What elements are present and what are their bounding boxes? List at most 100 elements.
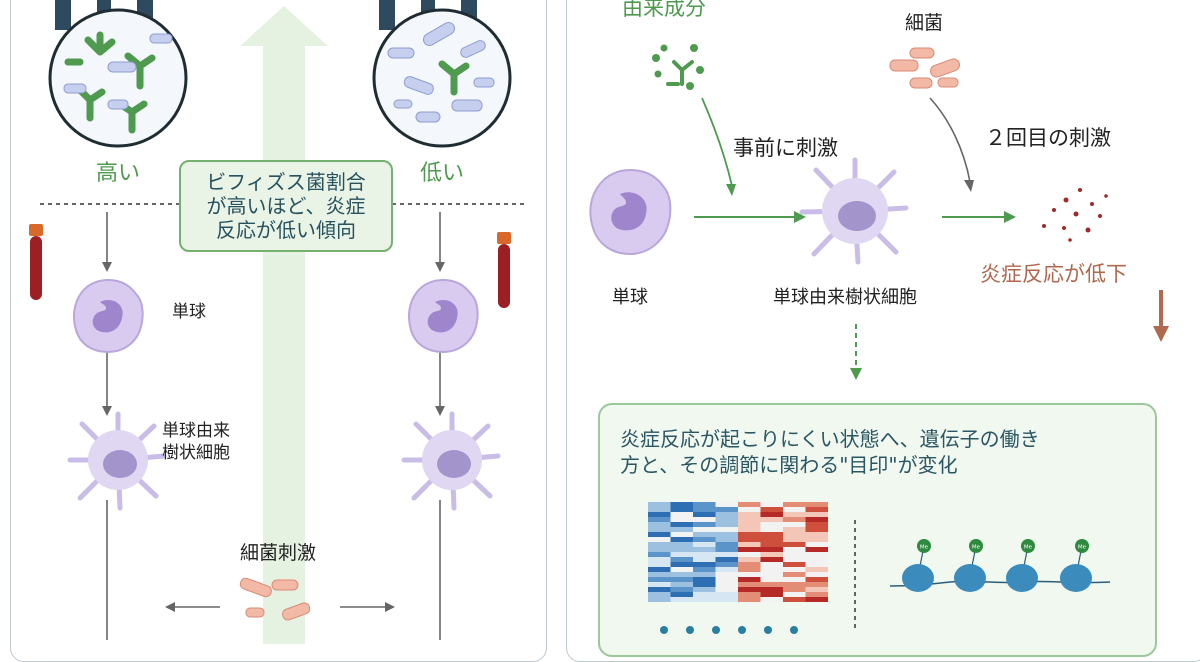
heatmap-cell (805, 522, 828, 527)
pre-stimulation-label: 事前に刺激 (733, 136, 838, 160)
heatmap-cell (783, 522, 806, 527)
callout-line-1: ビフィズス菌割合 (206, 170, 366, 194)
heatmap-cell (783, 557, 806, 562)
methyl-tag-label: Me (1024, 545, 1033, 551)
up-arrow (240, 6, 328, 644)
nucleosome (902, 564, 934, 592)
heatmap-cell (648, 577, 671, 582)
heatmap-cell (805, 502, 828, 507)
heatmap-cell (670, 517, 693, 522)
heatmap-cell (760, 552, 783, 557)
heatmap-cell (693, 527, 716, 532)
nucleosome (1060, 564, 1092, 592)
methyl-tag (969, 539, 983, 553)
heatmap-cell (648, 537, 671, 542)
heatmap-cell (648, 502, 671, 507)
heatmap-cell (693, 597, 716, 602)
heatmap-cell (738, 557, 761, 562)
heatmap-cell (693, 517, 716, 522)
heatmap-cell (738, 502, 761, 507)
heatmap-cell (715, 512, 738, 517)
heatmap-cell (715, 552, 738, 557)
heatmap-cell (670, 562, 693, 567)
heatmap-cell (715, 522, 738, 527)
methyl-marker-row (660, 626, 798, 634)
heatmap-cell (693, 507, 716, 512)
heatmap-cell (670, 592, 693, 597)
heatmap-cell (693, 532, 716, 537)
bacteria-icon (239, 577, 311, 621)
heatmap-cell (783, 537, 806, 542)
heatmap-cell (670, 582, 693, 587)
monocyte-label: 単球 (612, 287, 648, 308)
heatmap-cell (805, 567, 828, 572)
heatmap-cell (738, 597, 761, 602)
heatmap-cell (760, 577, 783, 582)
dendritic-cell-icon (799, 157, 909, 265)
heatmap-cell (648, 592, 671, 597)
heatmap-cell (715, 517, 738, 522)
heatmap-cell (783, 547, 806, 552)
heatmap-cell (693, 582, 716, 587)
heatmap-cell (693, 557, 716, 562)
heatmap-cell (648, 552, 671, 557)
heatmap-cell (783, 582, 806, 587)
heatmap-cell (783, 567, 806, 572)
monocyte-cell-icon (408, 278, 479, 354)
heatmap-cell (670, 577, 693, 582)
right-flow-arrows (694, 97, 1169, 380)
heatmap-cell (738, 517, 761, 522)
heatmap-cell (760, 567, 783, 572)
heatmap-cell (715, 542, 738, 547)
heatmap-cell (738, 577, 761, 582)
result-line-2: 方と、その調節に関わる"目印"が変化 (620, 453, 958, 477)
heatmap-cell (805, 517, 828, 522)
heatmap-cell (648, 572, 671, 577)
heatmap-cell (805, 537, 828, 542)
gut-magnifier-low (372, 0, 512, 148)
heatmap-cell (783, 517, 806, 522)
blood-tube-icon (29, 224, 43, 300)
derived-component-icon (652, 44, 704, 90)
bacterial-stimulation-label: 細菌刺激 (240, 542, 317, 564)
heatmap-cell (760, 502, 783, 507)
heatmap-cell (693, 577, 716, 582)
heatmap-cell (805, 532, 828, 537)
heatmap-cell (738, 592, 761, 597)
heatmap-cell (648, 542, 671, 547)
heatmap-cell (760, 592, 783, 597)
heatmap-cell (670, 527, 693, 532)
heatmap-cell (783, 502, 806, 507)
heatmap-cell (760, 517, 783, 522)
heatmap-cell (783, 527, 806, 532)
heatmap-cell (715, 592, 738, 597)
result-text: 炎症反応が起こりにくい状態へ、遺伝子の働き 方と、その調節に関わる"目印"が変化 (620, 426, 1040, 478)
heatmap-cell (670, 537, 693, 542)
heatmap-cell (805, 572, 828, 577)
heatmap-cell (738, 527, 761, 532)
derived-component-label: 由来成分 (622, 0, 706, 20)
heatmap-cell (760, 512, 783, 517)
heatmap-cell (715, 572, 738, 577)
heatmap-cell (670, 557, 693, 562)
nucleosome (1006, 564, 1038, 592)
heatmap-cell (715, 547, 738, 552)
heatmap-cell (805, 562, 828, 567)
heatmap-cell (738, 567, 761, 572)
heatmap-cell (738, 532, 761, 537)
heatmap-cell (738, 547, 761, 552)
dendritic-cell-icon (401, 411, 501, 511)
monocyte-cell-icon (589, 168, 672, 256)
heatmap-cell (693, 562, 716, 567)
heatmap-cell (760, 582, 783, 587)
heatmap-cell (805, 527, 828, 532)
heatmap-cell (783, 507, 806, 512)
dendritic-label: 単球由来樹状細胞 (773, 287, 917, 308)
heatmap-cell (693, 542, 716, 547)
heatmap-cell (738, 512, 761, 517)
heatmap-cell (738, 537, 761, 542)
heatmap-cell (648, 532, 671, 537)
heatmap-cell (805, 592, 828, 597)
methyl-tag (1075, 539, 1089, 553)
